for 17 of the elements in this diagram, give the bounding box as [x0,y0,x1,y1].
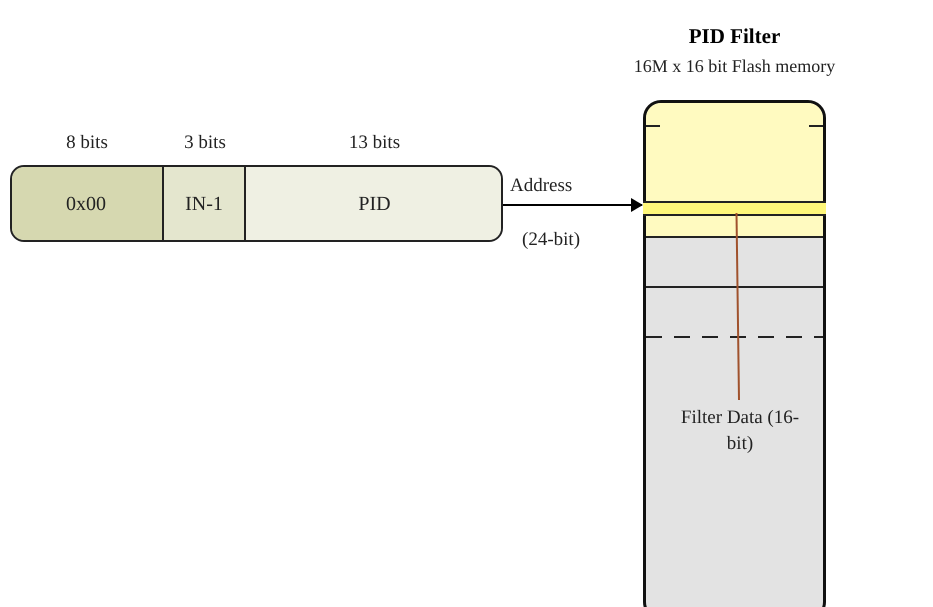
bit-width-label: 13 bits [348,131,402,155]
arrow [503,198,643,212]
leader-line [736,212,740,400]
title: PID Filter [688,23,780,50]
bit-width-label: 3 bits [183,131,227,155]
field-label: 0x00 [66,192,106,216]
subtitle: 16M x 16 bit Flash memory [634,54,836,78]
highlighted-row [643,201,826,216]
field-cell [164,167,246,240]
field-label: PID [358,192,391,216]
field-label: IN-1 [185,192,223,216]
address-register [10,165,503,242]
bit-width-note: (24-bit) [522,228,580,252]
memory-label-text: Filter Data (16-bit) [680,406,800,456]
field-cell [246,167,501,240]
field-cell [12,167,164,240]
bit-width-label: 8 bits [65,131,109,155]
